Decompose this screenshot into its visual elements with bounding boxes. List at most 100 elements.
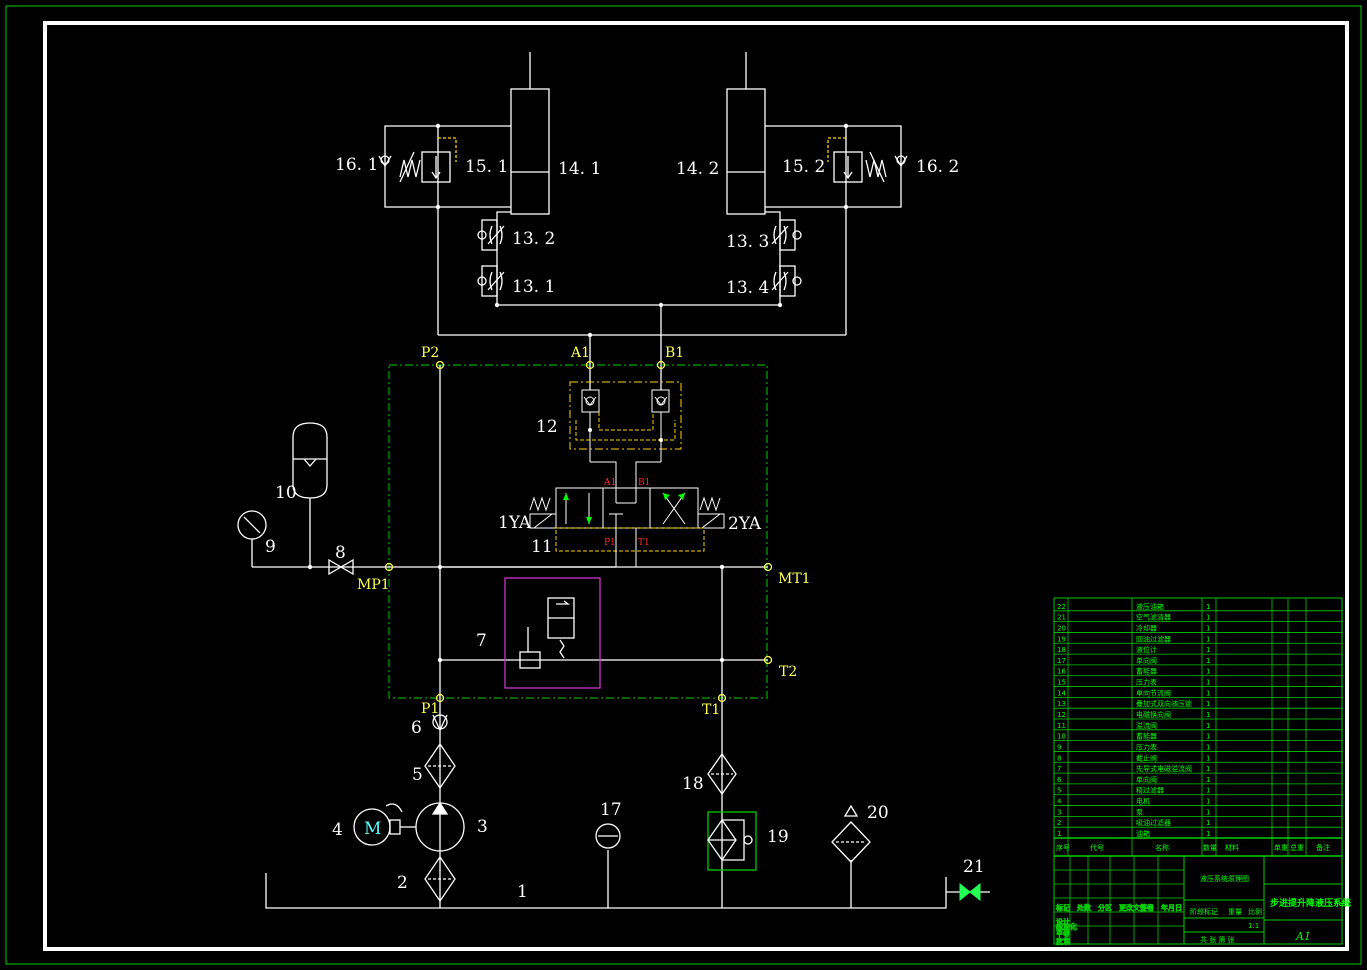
solenoid-1ya: 1YA bbox=[498, 513, 532, 533]
parts-row-name: 压力表 bbox=[1136, 678, 1157, 687]
parts-row-name: 油箱 bbox=[1136, 829, 1150, 838]
parts-row-name: 单向阀 bbox=[1136, 656, 1157, 665]
parts-row-name: 冷却器 bbox=[1136, 623, 1157, 632]
approval-cell: 审核 bbox=[1056, 927, 1070, 936]
revision-header-cell: 处数 bbox=[1077, 903, 1091, 912]
label-17: 17 bbox=[600, 800, 622, 820]
relief-valve-15-1 bbox=[399, 137, 457, 183]
throttle-check-13-1 bbox=[477, 265, 505, 297]
outer-frame bbox=[5, 5, 1362, 965]
parts-header-cell: 代号 bbox=[1090, 843, 1104, 852]
approval-cell: 标准化 bbox=[1056, 922, 1077, 931]
label-5: 5 bbox=[412, 765, 423, 785]
parts-row-qty: 1 bbox=[1206, 787, 1210, 795]
parts-row-qty: 1 bbox=[1206, 668, 1210, 676]
parts-row-number: 14 bbox=[1057, 689, 1066, 697]
parts-row-name: 电磁换向阀 bbox=[1136, 710, 1171, 719]
parts-row-number: 7 bbox=[1057, 765, 1061, 773]
label-20: 20 bbox=[867, 803, 889, 823]
label-19: 19 bbox=[767, 827, 789, 847]
parts-row-qty: 1 bbox=[1206, 754, 1210, 762]
check-valve-16-2 bbox=[894, 155, 908, 168]
border-frame bbox=[43, 21, 1349, 951]
parts-row-qty: 1 bbox=[1206, 624, 1210, 632]
revision-header-cell: 年月日 bbox=[1161, 903, 1182, 912]
label-2: 2 bbox=[397, 873, 408, 893]
parts-row-name: 空气滤清器 bbox=[1136, 613, 1171, 622]
parts-row-name: 先导式电磁溢流阀 bbox=[1136, 764, 1192, 773]
directional-valve-11 bbox=[529, 461, 725, 568]
parts-row-name: 蓄能器 bbox=[1136, 732, 1157, 741]
parts-row-qty: 1 bbox=[1206, 819, 1210, 827]
port-mp1: MP1 bbox=[357, 577, 390, 593]
parts-row-name: 溢流阀 bbox=[1136, 721, 1157, 730]
title-weight: 重量 bbox=[1228, 908, 1242, 916]
port-b1: B1 bbox=[665, 345, 684, 361]
parts-row-number: 18 bbox=[1057, 646, 1066, 654]
parts-row-number: 10 bbox=[1057, 733, 1066, 741]
parts-row-number: 5 bbox=[1057, 787, 1061, 795]
parts-row-number: 16 bbox=[1057, 668, 1066, 676]
parts-row-number: 6 bbox=[1057, 776, 1062, 784]
valve-port-b: B1 bbox=[638, 478, 650, 488]
parts-row-number: 3 bbox=[1057, 808, 1061, 816]
parts-row-qty: 1 bbox=[1206, 700, 1210, 708]
parts-row-qty: 1 bbox=[1206, 689, 1210, 697]
port-a1: A1 bbox=[570, 345, 590, 361]
label-13-4: 13. 4 bbox=[726, 278, 769, 298]
parts-row-name: 吸油过滤器 bbox=[1136, 818, 1171, 827]
parts-row-name: 精过滤器 bbox=[1136, 786, 1164, 795]
revision-header-cell: 签名 bbox=[1140, 903, 1154, 912]
label-14-1: 14. 1 bbox=[558, 159, 601, 179]
title-drawing-name: 步进提升降液压系统 bbox=[1270, 897, 1351, 909]
parts-row-name: 单向节流阀 bbox=[1136, 688, 1171, 697]
throttle-check-13-2 bbox=[477, 219, 505, 251]
parts-header-cell: 材料 bbox=[1225, 843, 1239, 852]
parts-row-qty: 1 bbox=[1206, 776, 1210, 784]
parts-header-cell: 名称 bbox=[1155, 843, 1169, 852]
revision-header-cell: 更改文件号 bbox=[1119, 903, 1154, 912]
port-p1: P1 bbox=[421, 701, 439, 717]
parts-row-name: 蓄能器 bbox=[1136, 667, 1157, 676]
parts-row-number: 12 bbox=[1057, 711, 1066, 719]
title-drawing-no: A1 bbox=[1295, 930, 1311, 943]
hydraulic-lock-12 bbox=[569, 381, 682, 462]
label-6: 6 bbox=[411, 718, 422, 738]
label-15-1: 15. 1 bbox=[465, 157, 508, 177]
cylinder-14-1 bbox=[510, 52, 550, 215]
label-4: 4 bbox=[332, 820, 343, 840]
cylinder-14-2 bbox=[726, 52, 766, 215]
title-unit: 液压系统原理图 bbox=[1200, 874, 1249, 883]
parts-header-cell: 总重 bbox=[1290, 843, 1304, 852]
parts-row-qty: 1 bbox=[1206, 635, 1210, 643]
parts-header-cell: 数量 bbox=[1203, 843, 1217, 852]
parts-row-number: 1 bbox=[1057, 830, 1061, 838]
parts-row-number: 17 bbox=[1057, 657, 1066, 665]
port-p2: P2 bbox=[421, 345, 439, 361]
valve-port-t: T1 bbox=[638, 538, 650, 548]
port-mt1: MT1 bbox=[778, 571, 811, 587]
port-t1: T1 bbox=[702, 702, 720, 718]
parts-row-qty: 1 bbox=[1206, 798, 1210, 806]
parts-row-name: 液压油箱 bbox=[1136, 602, 1164, 611]
parts-row-name: 单向阀 bbox=[1136, 775, 1157, 784]
relief-valve-15-2 bbox=[827, 137, 887, 183]
title-sheet: 共 张 第 张 bbox=[1200, 935, 1235, 944]
parts-row-number: 19 bbox=[1057, 635, 1066, 643]
parts-header-cell: 备注 bbox=[1316, 843, 1330, 852]
label-10: 10 bbox=[275, 483, 297, 503]
parts-header-cell: 单重 bbox=[1274, 843, 1288, 852]
revision-header-cell: 标记 bbox=[1056, 903, 1070, 912]
parts-row-number: 8 bbox=[1057, 754, 1061, 762]
parts-row-number: 4 bbox=[1057, 798, 1062, 806]
parts-row-number: 2 bbox=[1057, 819, 1061, 827]
parts-row-qty: 1 bbox=[1206, 808, 1210, 816]
label-3: 3 bbox=[477, 817, 488, 837]
label-8: 8 bbox=[335, 543, 346, 563]
label-18: 18 bbox=[682, 774, 704, 794]
parts-row-qty: 1 bbox=[1206, 603, 1210, 611]
parts-row-qty: 1 bbox=[1206, 614, 1210, 622]
label-21: 21 bbox=[963, 857, 985, 877]
